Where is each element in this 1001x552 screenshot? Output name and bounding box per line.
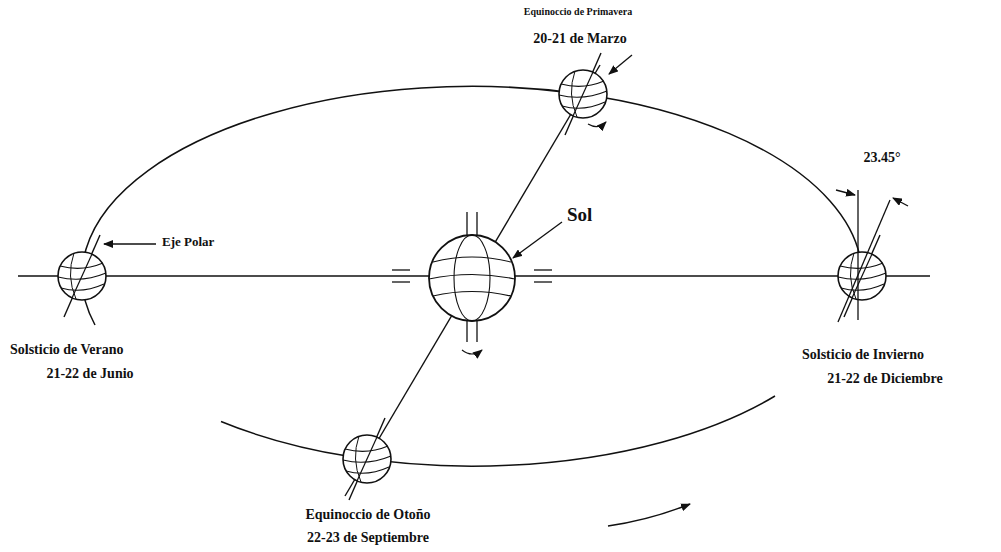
sun-symbol (392, 212, 552, 354)
tilted-axis (838, 200, 890, 322)
axis-mark (476, 320, 477, 342)
direction-arrow (608, 504, 690, 526)
axis-label: Eje Polar (162, 235, 214, 250)
sun-latitude (433, 292, 511, 297)
date-label: 22-23 de Septiembre (307, 530, 429, 546)
event-name: Solsticio de Verano (10, 342, 124, 358)
axis-mark (476, 212, 477, 236)
sun-latitude (429, 275, 515, 280)
date-label: 20-21 de Marzo (533, 31, 626, 47)
angle-arrow (836, 190, 855, 195)
rotation-arrow (588, 122, 606, 127)
axis-mark (392, 269, 410, 270)
axis-mark (534, 281, 552, 282)
axis-mark (392, 281, 410, 282)
axis-mark (534, 269, 552, 270)
leader-line (104, 243, 156, 244)
angle-arrow (893, 198, 908, 206)
sun-latitude (433, 257, 511, 262)
event-name: Equinoccio de Otoño (305, 507, 430, 523)
rotation-arrow (462, 350, 482, 354)
sun-meridian (454, 235, 490, 321)
earth-symbol (58, 235, 106, 317)
sunlight-arrow (609, 55, 632, 74)
vertical-reference (857, 190, 858, 320)
angle-label: 23.45° (863, 150, 900, 166)
orbit-path (221, 396, 775, 466)
equinox-line (345, 65, 600, 496)
sun-label: Sol (567, 204, 592, 226)
earth-symbol (559, 53, 607, 135)
date-label: 21-22 de Junio (46, 366, 133, 382)
axis-mark (466, 212, 467, 236)
sun-circle (429, 235, 515, 321)
leader-line (513, 222, 562, 258)
event-name: Equinoccio de Primavera (524, 6, 632, 18)
earth-symbol (343, 418, 391, 500)
axis-mark (466, 320, 467, 342)
event-name: Solsticio de Invierno (802, 347, 924, 363)
date-label: 21-22 de Diciembre (827, 371, 943, 387)
orbit-path (82, 86, 862, 325)
